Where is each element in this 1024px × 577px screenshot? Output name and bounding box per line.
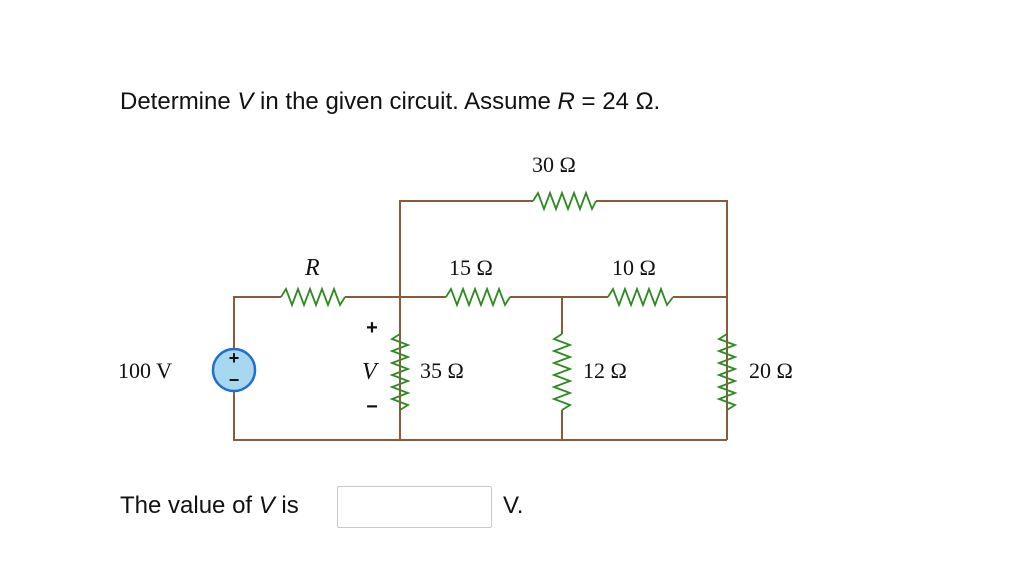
v-minus-sign: − — [366, 396, 378, 418]
resistor-10 — [607, 286, 674, 308]
answer-unit: V. — [503, 492, 524, 519]
question-middle: in the given circuit. Assume — [253, 88, 558, 115]
circuit-wires — [233, 200, 728, 441]
answer-var-v: V — [258, 492, 275, 519]
resistor-15-label: 15 Ω — [449, 255, 493, 280]
answer-prefix: The value of — [120, 492, 259, 519]
resistor-35-label: 35 Ω — [420, 358, 464, 383]
question-suffix: = 24 Ω. — [574, 88, 661, 115]
source-label: 100 V — [118, 358, 172, 383]
source-minus-sign: − — [229, 370, 240, 390]
answer-input[interactable] — [337, 486, 492, 528]
resistor-r — [280, 286, 346, 308]
question-var-v: V — [237, 88, 254, 115]
resistor-15 — [445, 286, 511, 308]
wire-middle — [233, 296, 727, 359]
resistor-12-label: 12 Ω — [583, 358, 627, 383]
wire-bottom — [233, 380, 727, 441]
resistor-30-label: 30 Ω — [532, 152, 576, 177]
resistor-35 — [389, 333, 411, 411]
wire-vertical-branches — [399, 297, 728, 440]
question-prefix: Determine — [120, 88, 238, 115]
answer-prompt: The value of V is — [120, 492, 299, 520]
v-plus-sign: + — [366, 317, 378, 339]
v-label: V — [362, 359, 379, 385]
resistor-10-label: 10 Ω — [612, 255, 656, 280]
question-text: Determine V in the given circuit. Assume… — [120, 88, 660, 116]
resistor-r-label: R — [304, 255, 320, 281]
wire-top-loop — [399, 200, 728, 440]
voltage-source: + − — [211, 347, 257, 393]
resistor-20-label: 20 Ω — [749, 358, 793, 383]
resistor-12 — [551, 333, 573, 411]
voltage-source-circle — [211, 347, 257, 393]
source-plus-sign: + — [229, 348, 240, 368]
answer-suffix: is — [274, 492, 299, 519]
resistor-30 — [532, 190, 597, 212]
resistor-20 — [716, 333, 738, 411]
question-var-r: R — [557, 88, 575, 115]
